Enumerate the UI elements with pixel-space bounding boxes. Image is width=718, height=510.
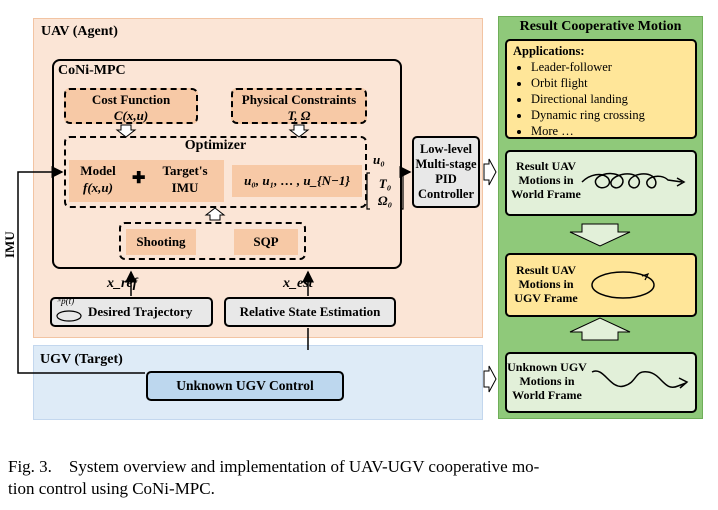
arrow-cost-down-icon xyxy=(115,124,137,138)
target-imu-line1: Target's xyxy=(162,163,208,178)
ugv-target-title: UGV (Target) xyxy=(40,352,123,367)
sqp-cell: SQP xyxy=(234,229,298,255)
ugv-world-line2: Motions in xyxy=(519,374,575,388)
ugv-world-line3: World Frame xyxy=(512,388,582,402)
output-Omega0: Ω₀ xyxy=(377,193,393,208)
arrow-constraints-down-icon xyxy=(288,124,310,138)
controller-line2: Multi-stage xyxy=(415,157,477,171)
desired-trajectory-label: Desired Trajectory xyxy=(88,304,193,319)
caption-line2: tion control using CoNi-MPC. xyxy=(8,479,215,498)
orbit-motion-icon xyxy=(591,271,655,299)
controller-line1: Low-level xyxy=(419,142,473,156)
physical-constraints-math: T, Ω xyxy=(287,108,311,123)
caption-line1: Fig. 3. System overview and implementati… xyxy=(8,457,540,476)
model-label: Model xyxy=(80,163,116,178)
cost-function-label: Cost Function xyxy=(91,92,171,107)
ugv-world-text: Unknown UGV Motions in World Frame xyxy=(506,360,588,402)
model-imu-cell xyxy=(69,160,224,202)
uav-world-box xyxy=(505,150,697,216)
spiral-motion-icon xyxy=(581,172,686,189)
figure-caption: Fig. 3. System overview and implementati… xyxy=(8,456,708,500)
coni-mpc-title: CoNi-MPC xyxy=(58,63,126,78)
uav-ugv-line3: UGV Frame xyxy=(514,291,578,305)
optimizer-box xyxy=(64,136,367,208)
target-imu-line2: IMU xyxy=(171,180,199,195)
shooting-cell: Shooting xyxy=(126,229,196,255)
uav-agent-title: UAV (Agent) xyxy=(41,24,118,39)
application-item: Leader-follower xyxy=(531,59,689,75)
ugv-world-box xyxy=(505,352,697,413)
output-T0: T₀ xyxy=(378,176,392,191)
wave-motion-icon xyxy=(591,370,689,389)
model-math: f(x,u) xyxy=(83,180,113,195)
applications-box: Applications: Leader-follower Orbit flig… xyxy=(505,39,697,139)
imu-side-label: IMU xyxy=(2,231,17,258)
cost-function-math: C(x,u) xyxy=(113,108,149,123)
controller-line4: Controller xyxy=(417,187,474,201)
x-ref-label: x_ref xyxy=(107,276,138,291)
physical-constraints-label: Physical Constraints xyxy=(241,92,357,107)
applications-list: Leader-follower Orbit flight Directional… xyxy=(513,59,689,139)
coni-mpc-block xyxy=(52,59,402,269)
ugv-control-box: Unknown UGV Control xyxy=(146,371,344,401)
plus-icon: ✚ xyxy=(132,170,146,187)
ellipse-trajectory-icon xyxy=(56,310,82,322)
arrow-solver-up-icon xyxy=(204,207,226,221)
uav-ugv-text: Result UAV Motions in UGV Frame xyxy=(507,263,585,305)
control-sequence-cell: u₀, u₁, … , u_{N−1} xyxy=(232,165,362,197)
optimizer-title: Optimizer xyxy=(184,138,247,153)
cost-function-box: Cost Function C(x,u) xyxy=(64,88,198,124)
relative-state-estimation-box: Relative State Estimation xyxy=(224,297,396,327)
uav-world-text: Result UAV Motions in World Frame xyxy=(507,159,585,201)
application-item: Orbit flight xyxy=(531,75,689,91)
uav-world-line3: World Frame xyxy=(511,187,581,201)
uav-ugv-box xyxy=(505,253,697,317)
uav-ugv-line2: Motions in xyxy=(518,277,574,291)
application-item: More … xyxy=(531,123,689,139)
ugv-world-line1: Unknown UGV xyxy=(507,360,587,374)
controller-line3: PID xyxy=(435,172,457,186)
physical-constraints-box: Physical Constraints T, Ω xyxy=(231,88,367,124)
uav-world-line1: Result UAV xyxy=(515,159,577,173)
solver-box xyxy=(119,222,306,260)
application-item: Dynamic ring crossing xyxy=(531,107,689,123)
uav-world-line2: Motions in xyxy=(518,173,574,187)
result-title: Result Cooperative Motion xyxy=(519,19,682,34)
low-level-controller-box: Low-level Multi-stage PID Controller xyxy=(412,136,480,208)
uav-ugv-line1: Result UAV xyxy=(515,263,577,277)
x-est-label: x_est xyxy=(283,276,313,291)
application-item: Directional landing xyxy=(531,91,689,107)
trajectory-math: ᴺp(t) xyxy=(57,296,75,306)
output-u0: u₀ xyxy=(373,152,385,167)
applications-title: Applications: xyxy=(513,44,585,58)
